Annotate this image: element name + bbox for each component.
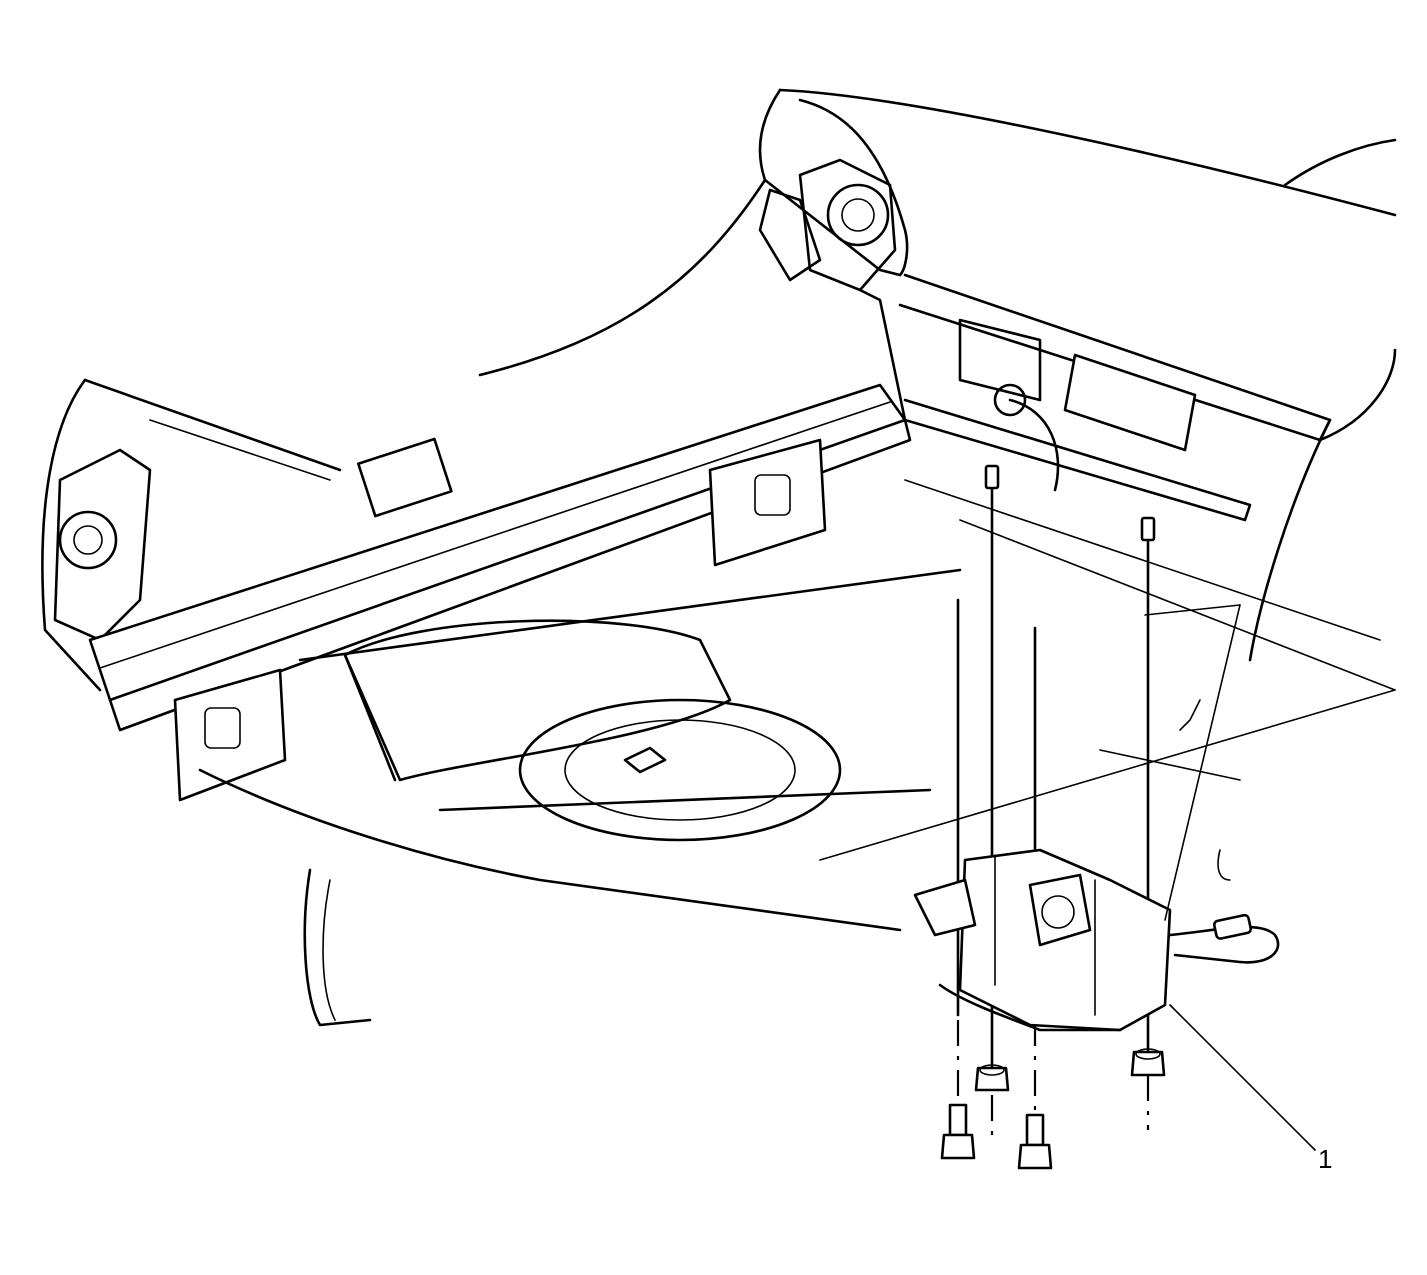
nut-left <box>974 1064 1010 1092</box>
floor-pan <box>819 479 1396 881</box>
nut-right <box>1130 1048 1166 1077</box>
bolt-left <box>940 1103 976 1160</box>
callout-leaders <box>1144 604 1316 1151</box>
rear-cross-member <box>88 383 912 732</box>
rail-brackets <box>173 438 827 802</box>
bolt-right <box>1017 1113 1053 1170</box>
left-wheelhouse <box>41 378 342 692</box>
right-wheelhouse <box>758 158 907 427</box>
body-shell <box>478 88 1397 377</box>
fastener-guide-lines <box>956 478 1150 1145</box>
module-assembly <box>913 848 1280 1032</box>
callout-label-1: 1 <box>1318 1144 1332 1174</box>
mounting-studs <box>984 464 1156 542</box>
trunk-floor <box>198 568 962 1027</box>
fasteners <box>940 1048 1166 1170</box>
